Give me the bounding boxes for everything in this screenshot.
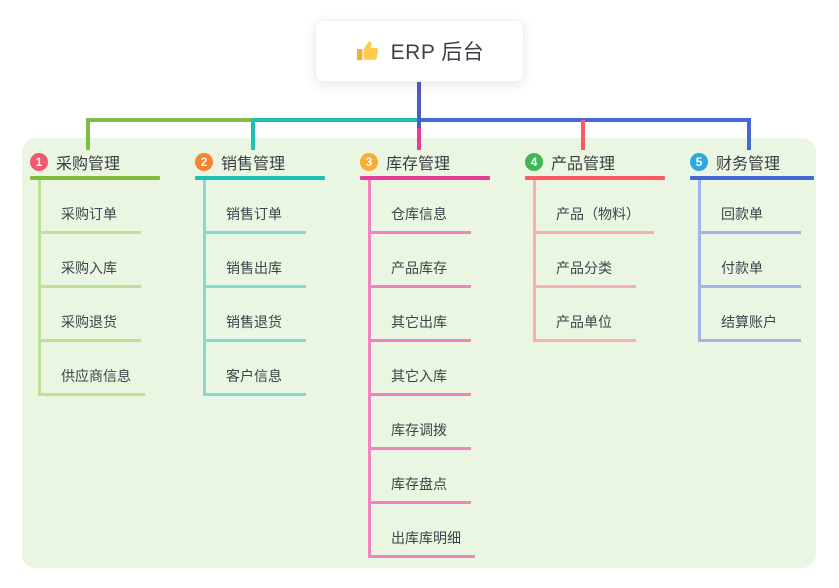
mindmap-node[interactable]: 出库库明细 bbox=[371, 504, 490, 558]
mindmap-node[interactable]: 供应商信息 bbox=[41, 342, 160, 396]
branch-header[interactable]: 2 销售管理 bbox=[195, 148, 325, 176]
node-label: 销售出库 bbox=[206, 258, 306, 288]
branch-header[interactable]: 3 库存管理 bbox=[360, 148, 490, 176]
mindmap-node[interactable]: 销售出库 bbox=[206, 234, 325, 288]
branch-items: 回款单 付款单 结算账户 bbox=[698, 180, 814, 342]
mindmap-node[interactable]: 销售退货 bbox=[206, 288, 325, 342]
node-label: 其它出库 bbox=[371, 312, 471, 342]
branch-number-badge: 4 bbox=[525, 153, 543, 171]
branch-title: 采购管理 bbox=[56, 156, 121, 173]
thumbs-up-icon bbox=[356, 41, 378, 61]
connector-drop-branch4 bbox=[581, 120, 585, 150]
branch-finance: 5 财务管理 回款单 付款单 结算账户 bbox=[690, 148, 814, 342]
node-label: 库存调拨 bbox=[371, 420, 471, 450]
branch-header[interactable]: 1 采购管理 bbox=[30, 148, 160, 176]
node-label: 出库库明细 bbox=[371, 528, 475, 558]
mindmap-node[interactable]: 产品单位 bbox=[536, 288, 665, 342]
node-label: 产品分类 bbox=[536, 258, 636, 288]
mindmap-node[interactable]: 回款单 bbox=[701, 180, 814, 234]
node-label: 销售退货 bbox=[206, 312, 306, 342]
connector-drop-branch3 bbox=[417, 122, 421, 150]
node-label: 仓库信息 bbox=[371, 204, 471, 234]
branch-underline bbox=[30, 176, 160, 180]
node-label: 销售订单 bbox=[206, 204, 306, 234]
node-label: 采购入库 bbox=[41, 258, 141, 288]
node-label: 产品（物料） bbox=[536, 204, 654, 234]
branch-purchase: 1 采购管理 采购订单 采购入库 采购退货 供应商信息 bbox=[30, 148, 160, 396]
mindmap-node[interactable]: 库存调拨 bbox=[371, 396, 490, 450]
connector-line-branch2 bbox=[251, 118, 420, 122]
root-title: ERP 后台 bbox=[390, 41, 485, 64]
branch-underline bbox=[525, 176, 665, 180]
mindmap-node[interactable]: 付款单 bbox=[701, 234, 814, 288]
connector-drop-branch2 bbox=[251, 120, 255, 150]
mindmap-node[interactable]: 产品（物料） bbox=[536, 180, 665, 234]
branch-product: 4 产品管理 产品（物料） 产品分类 产品单位 bbox=[525, 148, 665, 342]
branch-header[interactable]: 5 财务管理 bbox=[690, 148, 814, 176]
connector-drop-branch1 bbox=[86, 120, 90, 150]
connector-root-stem bbox=[417, 82, 421, 128]
mindmap-node[interactable]: 其它出库 bbox=[371, 288, 490, 342]
root-node[interactable]: ERP 后台 bbox=[315, 20, 524, 82]
node-label: 回款单 bbox=[701, 204, 801, 234]
node-label: 付款单 bbox=[701, 258, 801, 288]
node-label: 其它入库 bbox=[371, 366, 471, 396]
mindmap-node[interactable]: 仓库信息 bbox=[371, 180, 490, 234]
branch-number-badge: 5 bbox=[690, 153, 708, 171]
node-label: 采购退货 bbox=[41, 312, 141, 342]
mindmap-node[interactable]: 产品库存 bbox=[371, 234, 490, 288]
node-label: 供应商信息 bbox=[41, 366, 145, 396]
node-label: 产品库存 bbox=[371, 258, 471, 288]
branch-items: 仓库信息 产品库存 其它出库 其它入库 库存调拨 库存盘点 出库库明细 bbox=[368, 180, 490, 558]
node-label: 客户信息 bbox=[206, 366, 306, 396]
branches-panel bbox=[22, 138, 816, 568]
branch-items: 销售订单 销售出库 销售退货 客户信息 bbox=[203, 180, 325, 396]
branch-header[interactable]: 4 产品管理 bbox=[525, 148, 665, 176]
connector-drop-branch5 bbox=[747, 120, 751, 150]
node-label: 产品单位 bbox=[536, 312, 636, 342]
branch-underline bbox=[195, 176, 325, 180]
mindmap-node[interactable]: 采购订单 bbox=[41, 180, 160, 234]
mindmap-node[interactable]: 采购入库 bbox=[41, 234, 160, 288]
branch-items: 产品（物料） 产品分类 产品单位 bbox=[533, 180, 665, 342]
mindmap-node[interactable]: 其它入库 bbox=[371, 342, 490, 396]
branch-sales: 2 销售管理 销售订单 销售出库 销售退货 客户信息 bbox=[195, 148, 325, 396]
branch-underline bbox=[690, 176, 814, 180]
mindmap-node[interactable]: 销售订单 bbox=[206, 180, 325, 234]
connector-line-branch5-horizontal bbox=[419, 118, 751, 122]
branch-title: 财务管理 bbox=[716, 156, 781, 173]
mindmap-node[interactable]: 库存盘点 bbox=[371, 450, 490, 504]
node-label: 采购订单 bbox=[41, 204, 141, 234]
mindmap-node[interactable]: 结算账户 bbox=[701, 288, 814, 342]
branch-title: 销售管理 bbox=[221, 156, 286, 173]
branch-items: 采购订单 采购入库 采购退货 供应商信息 bbox=[38, 180, 160, 396]
node-label: 库存盘点 bbox=[371, 474, 471, 504]
branch-number-badge: 1 bbox=[30, 153, 48, 171]
mindmap-node[interactable]: 客户信息 bbox=[206, 342, 325, 396]
mindmap-node[interactable]: 采购退货 bbox=[41, 288, 160, 342]
branch-underline bbox=[360, 176, 490, 180]
node-label: 结算账户 bbox=[701, 312, 801, 342]
branch-inventory: 3 库存管理 仓库信息 产品库存 其它出库 其它入库 库存调拨 库存盘点 出库库… bbox=[360, 148, 490, 558]
branch-number-badge: 2 bbox=[195, 153, 213, 171]
branch-title: 产品管理 bbox=[551, 156, 616, 173]
branch-number-badge: 3 bbox=[360, 153, 378, 171]
branch-title: 库存管理 bbox=[386, 156, 451, 173]
mindmap-node[interactable]: 产品分类 bbox=[536, 234, 665, 288]
